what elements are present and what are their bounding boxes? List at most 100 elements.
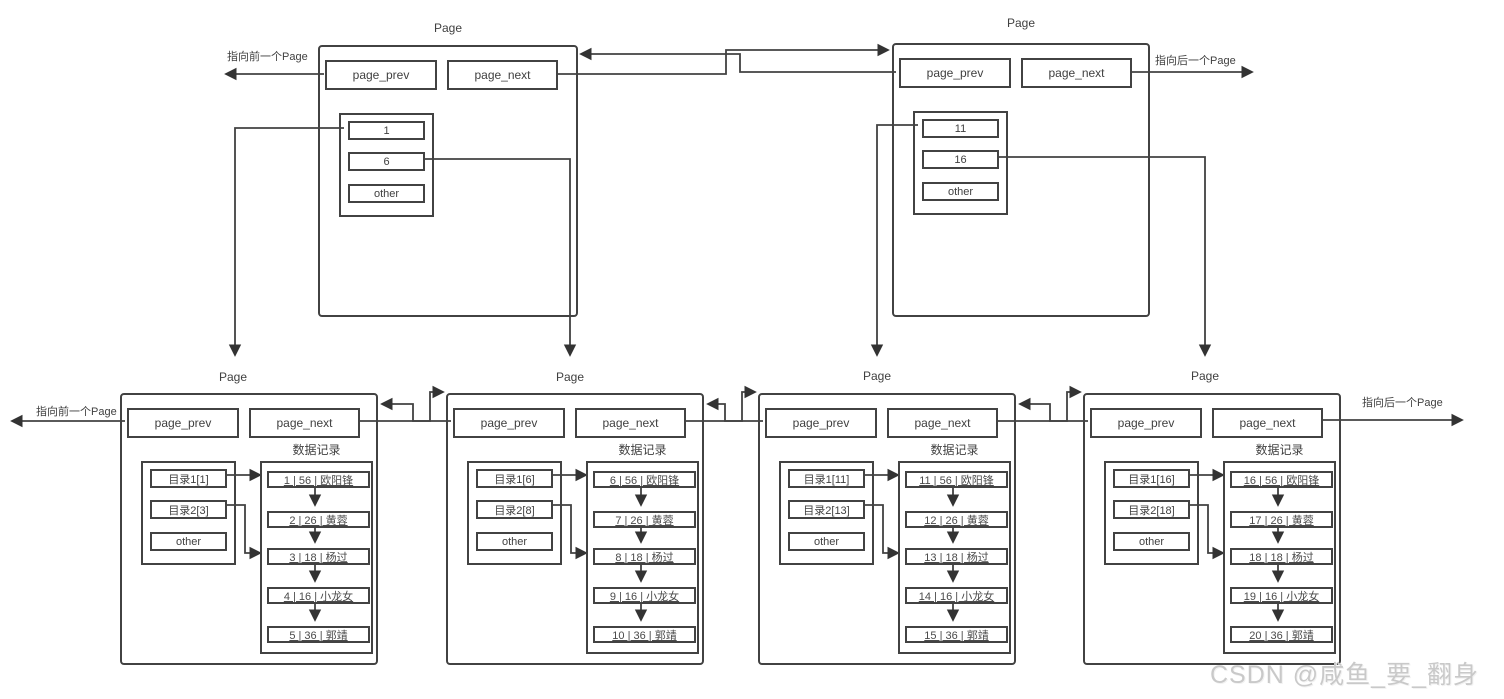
directory-entry: other <box>922 182 999 201</box>
directory-entry: 目录2[18] <box>1113 500 1190 519</box>
record-row: 18 | 18 | 杨过 <box>1230 548 1333 565</box>
directory-entry: 1 <box>348 121 425 140</box>
directory-entry: 目录2[3] <box>150 500 227 519</box>
directory-box: 目录1[16] 目录2[18] other <box>1104 461 1199 565</box>
record-text: 1 | 56 | 欧阳锋 <box>283 474 354 487</box>
record-text: 19 | 16 | 小龙女 <box>1243 590 1320 603</box>
record-row: 11 | 56 | 欧阳锋 <box>905 471 1008 488</box>
data-records-label: 数据记录 <box>930 443 979 457</box>
record-row: 3 | 18 | 杨过 <box>267 548 370 565</box>
page-prev-box: page_prev <box>453 408 565 438</box>
record-text: 6 | 56 | 欧阳锋 <box>609 474 680 487</box>
record-row: 19 | 16 | 小龙女 <box>1230 587 1333 604</box>
records-box: 6 | 56 | 欧阳锋 7 | 26 | 黄蓉 8 | 18 | 杨过 9 |… <box>586 461 699 654</box>
drop-arrow-entry-11 <box>870 124 918 357</box>
leaf-next-link-1-2 <box>358 385 445 422</box>
record-text: 5 | 36 | 郭靖 <box>289 629 348 642</box>
page-next-box: page_next <box>1021 58 1132 88</box>
page-prev-box: page_prev <box>1090 408 1202 438</box>
record-row: 16 | 56 | 欧阳锋 <box>1230 471 1333 488</box>
record-text: 11 | 56 | 欧阳锋 <box>919 474 994 487</box>
record-text: 7 | 26 | 黄蓉 <box>615 514 674 527</box>
record-row: 15 | 36 | 郭靖 <box>905 626 1008 643</box>
record-text: 13 | 18 | 杨过 <box>924 551 989 564</box>
directory-entry: other <box>348 184 425 203</box>
leaf-prev-link-2-1 <box>380 397 451 422</box>
prev-page-label: 指向前一个Page <box>36 406 117 418</box>
record-text: 4 | 16 | 小龙女 <box>283 590 354 603</box>
directory-box: 目录1[1] 目录2[3] other <box>141 461 236 565</box>
records-box: 16 | 56 | 欧阳锋 17 | 26 | 黄蓉 18 | 18 | 杨过 … <box>1223 461 1336 654</box>
record-row: 14 | 16 | 小龙女 <box>905 587 1008 604</box>
record-row: 6 | 56 | 欧阳锋 <box>593 471 696 488</box>
csdn-watermark: CSDN @咸鱼_要_翻身 <box>1210 661 1479 689</box>
directory-entry: 目录1[1] <box>150 469 227 488</box>
directory-entry: 目录1[16] <box>1113 469 1190 488</box>
record-row: 1 | 56 | 欧阳锋 <box>267 471 370 488</box>
directory-entry: 目录1[6] <box>476 469 553 488</box>
top-next-link-arrow <box>557 43 890 75</box>
directory-entry: other <box>788 532 865 551</box>
internal-page-right: page_prev page_next 11 16 other <box>892 43 1150 317</box>
record-text: 16 | 56 | 欧阳锋 <box>1243 474 1320 487</box>
record-row: 7 | 26 | 黄蓉 <box>593 511 696 528</box>
directory-entry: other <box>476 532 553 551</box>
page-next-box: page_next <box>887 408 998 438</box>
record-row: 10 | 36 | 郭靖 <box>593 626 696 643</box>
data-records-label: 数据记录 <box>618 443 667 457</box>
directory-entry: 目录2[13] <box>788 500 865 519</box>
page-next-box: page_next <box>1212 408 1323 438</box>
record-row: 5 | 36 | 郭靖 <box>267 626 370 643</box>
page-prev-box: page_prev <box>127 408 239 438</box>
page-title: Page <box>555 370 585 384</box>
record-row: 17 | 26 | 黄蓉 <box>1230 511 1333 528</box>
record-row: 9 | 16 | 小龙女 <box>593 587 696 604</box>
record-text: 14 | 16 | 小龙女 <box>918 590 995 603</box>
directory-box: 11 16 other <box>913 111 1008 215</box>
page-next-box: page_next <box>447 60 558 90</box>
directory-box: 目录1[6] 目录2[8] other <box>467 461 562 565</box>
record-text: 2 | 26 | 黄蓉 <box>289 514 348 527</box>
internal-page-left: page_prev page_next 1 6 other <box>318 45 578 317</box>
record-text: 3 | 18 | 杨过 <box>289 551 348 564</box>
record-row: 13 | 18 | 杨过 <box>905 548 1008 565</box>
record-row: 2 | 26 | 黄蓉 <box>267 511 370 528</box>
leaf-page-2: page_prev page_next 数据记录 目录1[6] 目录2[8] o… <box>446 393 704 665</box>
leaf-page-3: page_prev page_next 数据记录 目录1[11] 目录2[13]… <box>758 393 1016 665</box>
directory-box: 目录1[11] 目录2[13] other <box>779 461 874 565</box>
drop-arrow-entry-16 <box>994 156 1212 357</box>
directory-entry: other <box>150 532 227 551</box>
records-box: 1 | 56 | 欧阳锋 2 | 26 | 黄蓉 3 | 18 | 杨过 4 |… <box>260 461 373 654</box>
record-text: 18 | 18 | 杨过 <box>1249 551 1314 564</box>
record-text: 9 | 16 | 小龙女 <box>609 590 680 603</box>
record-row: 8 | 18 | 杨过 <box>593 548 696 565</box>
next-page-label: 指向后一个Page <box>1155 55 1236 67</box>
page-title: Page <box>862 369 892 383</box>
leaf-prev-link-3-2 <box>706 397 763 422</box>
record-text: 10 | 36 | 郭靖 <box>612 629 677 642</box>
page-title: Page <box>1190 369 1220 383</box>
directory-entry: 6 <box>348 152 425 171</box>
record-row: 20 | 36 | 郭靖 <box>1230 626 1333 643</box>
data-records-label: 数据记录 <box>292 443 341 457</box>
top-prev-link-arrow <box>579 47 896 73</box>
directory-entry: 16 <box>922 150 999 169</box>
drop-arrow-entry-1 <box>228 127 344 357</box>
page-title: Page <box>433 21 463 35</box>
record-text: 12 | 26 | 黄蓉 <box>924 514 989 527</box>
directory-entry: 目录2[8] <box>476 500 553 519</box>
page-prev-box: page_prev <box>325 60 437 90</box>
record-text: 17 | 26 | 黄蓉 <box>1249 514 1314 527</box>
record-row: 12 | 26 | 黄蓉 <box>905 511 1008 528</box>
page-next-box: page_next <box>249 408 360 438</box>
records-box: 11 | 56 | 欧阳锋 12 | 26 | 黄蓉 13 | 18 | 杨过 … <box>898 461 1011 654</box>
directory-entry: 11 <box>922 119 999 138</box>
directory-entry: 目录1[11] <box>788 469 865 488</box>
leaf-next-link-3-4 <box>996 385 1082 422</box>
directory-entry: other <box>1113 532 1190 551</box>
directory-box: 1 6 other <box>339 113 434 217</box>
page-next-box: page_next <box>575 408 686 438</box>
drop-arrow-entry-6 <box>420 158 577 357</box>
